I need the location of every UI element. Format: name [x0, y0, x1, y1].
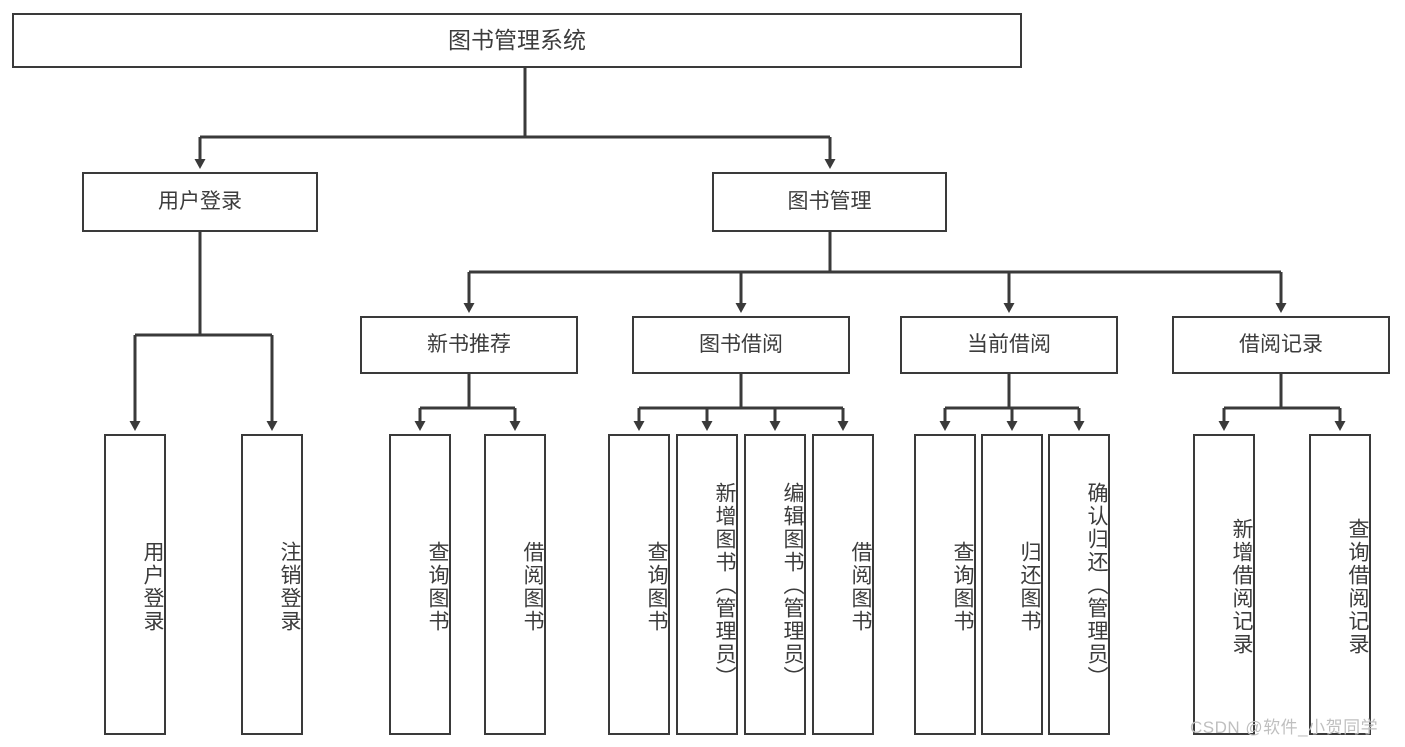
node-label: 图书管理系统	[448, 26, 586, 53]
csdn-watermark: CSDN @软件_小贺同学	[1190, 718, 1379, 737]
node-label: 查询借阅记录	[1346, 517, 1369, 656]
node-label: 新增借阅记录	[1230, 517, 1253, 656]
node-label: 用户登录	[158, 189, 242, 213]
node-label: 借阅记录	[1239, 332, 1323, 356]
node-label: 用户登录	[141, 540, 164, 633]
leaf-edit-book-admin[interactable]: 编辑图书（管理员）	[744, 434, 806, 735]
node-current-borrow[interactable]: 当前借阅	[900, 316, 1118, 374]
node-label: 图书借阅	[699, 332, 783, 356]
node-label: 图书管理	[787, 189, 872, 213]
leaf-query-books-recommend[interactable]: 查询图书	[389, 434, 451, 735]
node-label: 查询图书	[426, 540, 449, 633]
node-label: 确认归还（管理员）	[1085, 482, 1108, 689]
leaf-return-books[interactable]: 归还图书	[981, 434, 1043, 735]
leaf-user-login[interactable]: 用户登录	[104, 434, 166, 735]
node-root[interactable]: 图书管理系统	[12, 13, 1022, 68]
node-label: 借阅图书	[521, 540, 544, 633]
node-label: 查询图书	[951, 540, 974, 633]
leaf-logout[interactable]: 注销登录	[241, 434, 303, 735]
node-book-borrow[interactable]: 图书借阅	[632, 316, 850, 374]
node-user-login[interactable]: 用户登录	[82, 172, 318, 232]
leaf-query-books-current[interactable]: 查询图书	[914, 434, 976, 735]
node-label: 借阅图书	[849, 540, 872, 633]
node-label: 新书推荐	[427, 332, 511, 356]
leaf-query-books-borrow[interactable]: 查询图书	[608, 434, 670, 735]
leaf-borrow-books[interactable]: 借阅图书	[812, 434, 874, 735]
node-label: 编辑图书（管理员）	[781, 482, 804, 689]
leaf-add-book-admin[interactable]: 新增图书（管理员）	[676, 434, 738, 735]
node-label: 注销登录	[278, 540, 301, 633]
node-label: 新增图书（管理员）	[713, 482, 736, 689]
leaf-confirm-return-admin[interactable]: 确认归还（管理员）	[1048, 434, 1110, 735]
node-new-book-recommend[interactable]: 新书推荐	[360, 316, 578, 374]
node-book-management[interactable]: 图书管理	[712, 172, 947, 232]
leaf-borrow-books-recommend[interactable]: 借阅图书	[484, 434, 546, 735]
leaf-query-borrow-record[interactable]: 查询借阅记录	[1309, 434, 1371, 735]
node-borrow-records[interactable]: 借阅记录	[1172, 316, 1390, 374]
node-label: 归还图书	[1018, 540, 1041, 633]
leaf-add-borrow-record[interactable]: 新增借阅记录	[1193, 434, 1255, 735]
node-label: 查询图书	[645, 540, 668, 633]
node-label: 当前借阅	[967, 332, 1051, 356]
